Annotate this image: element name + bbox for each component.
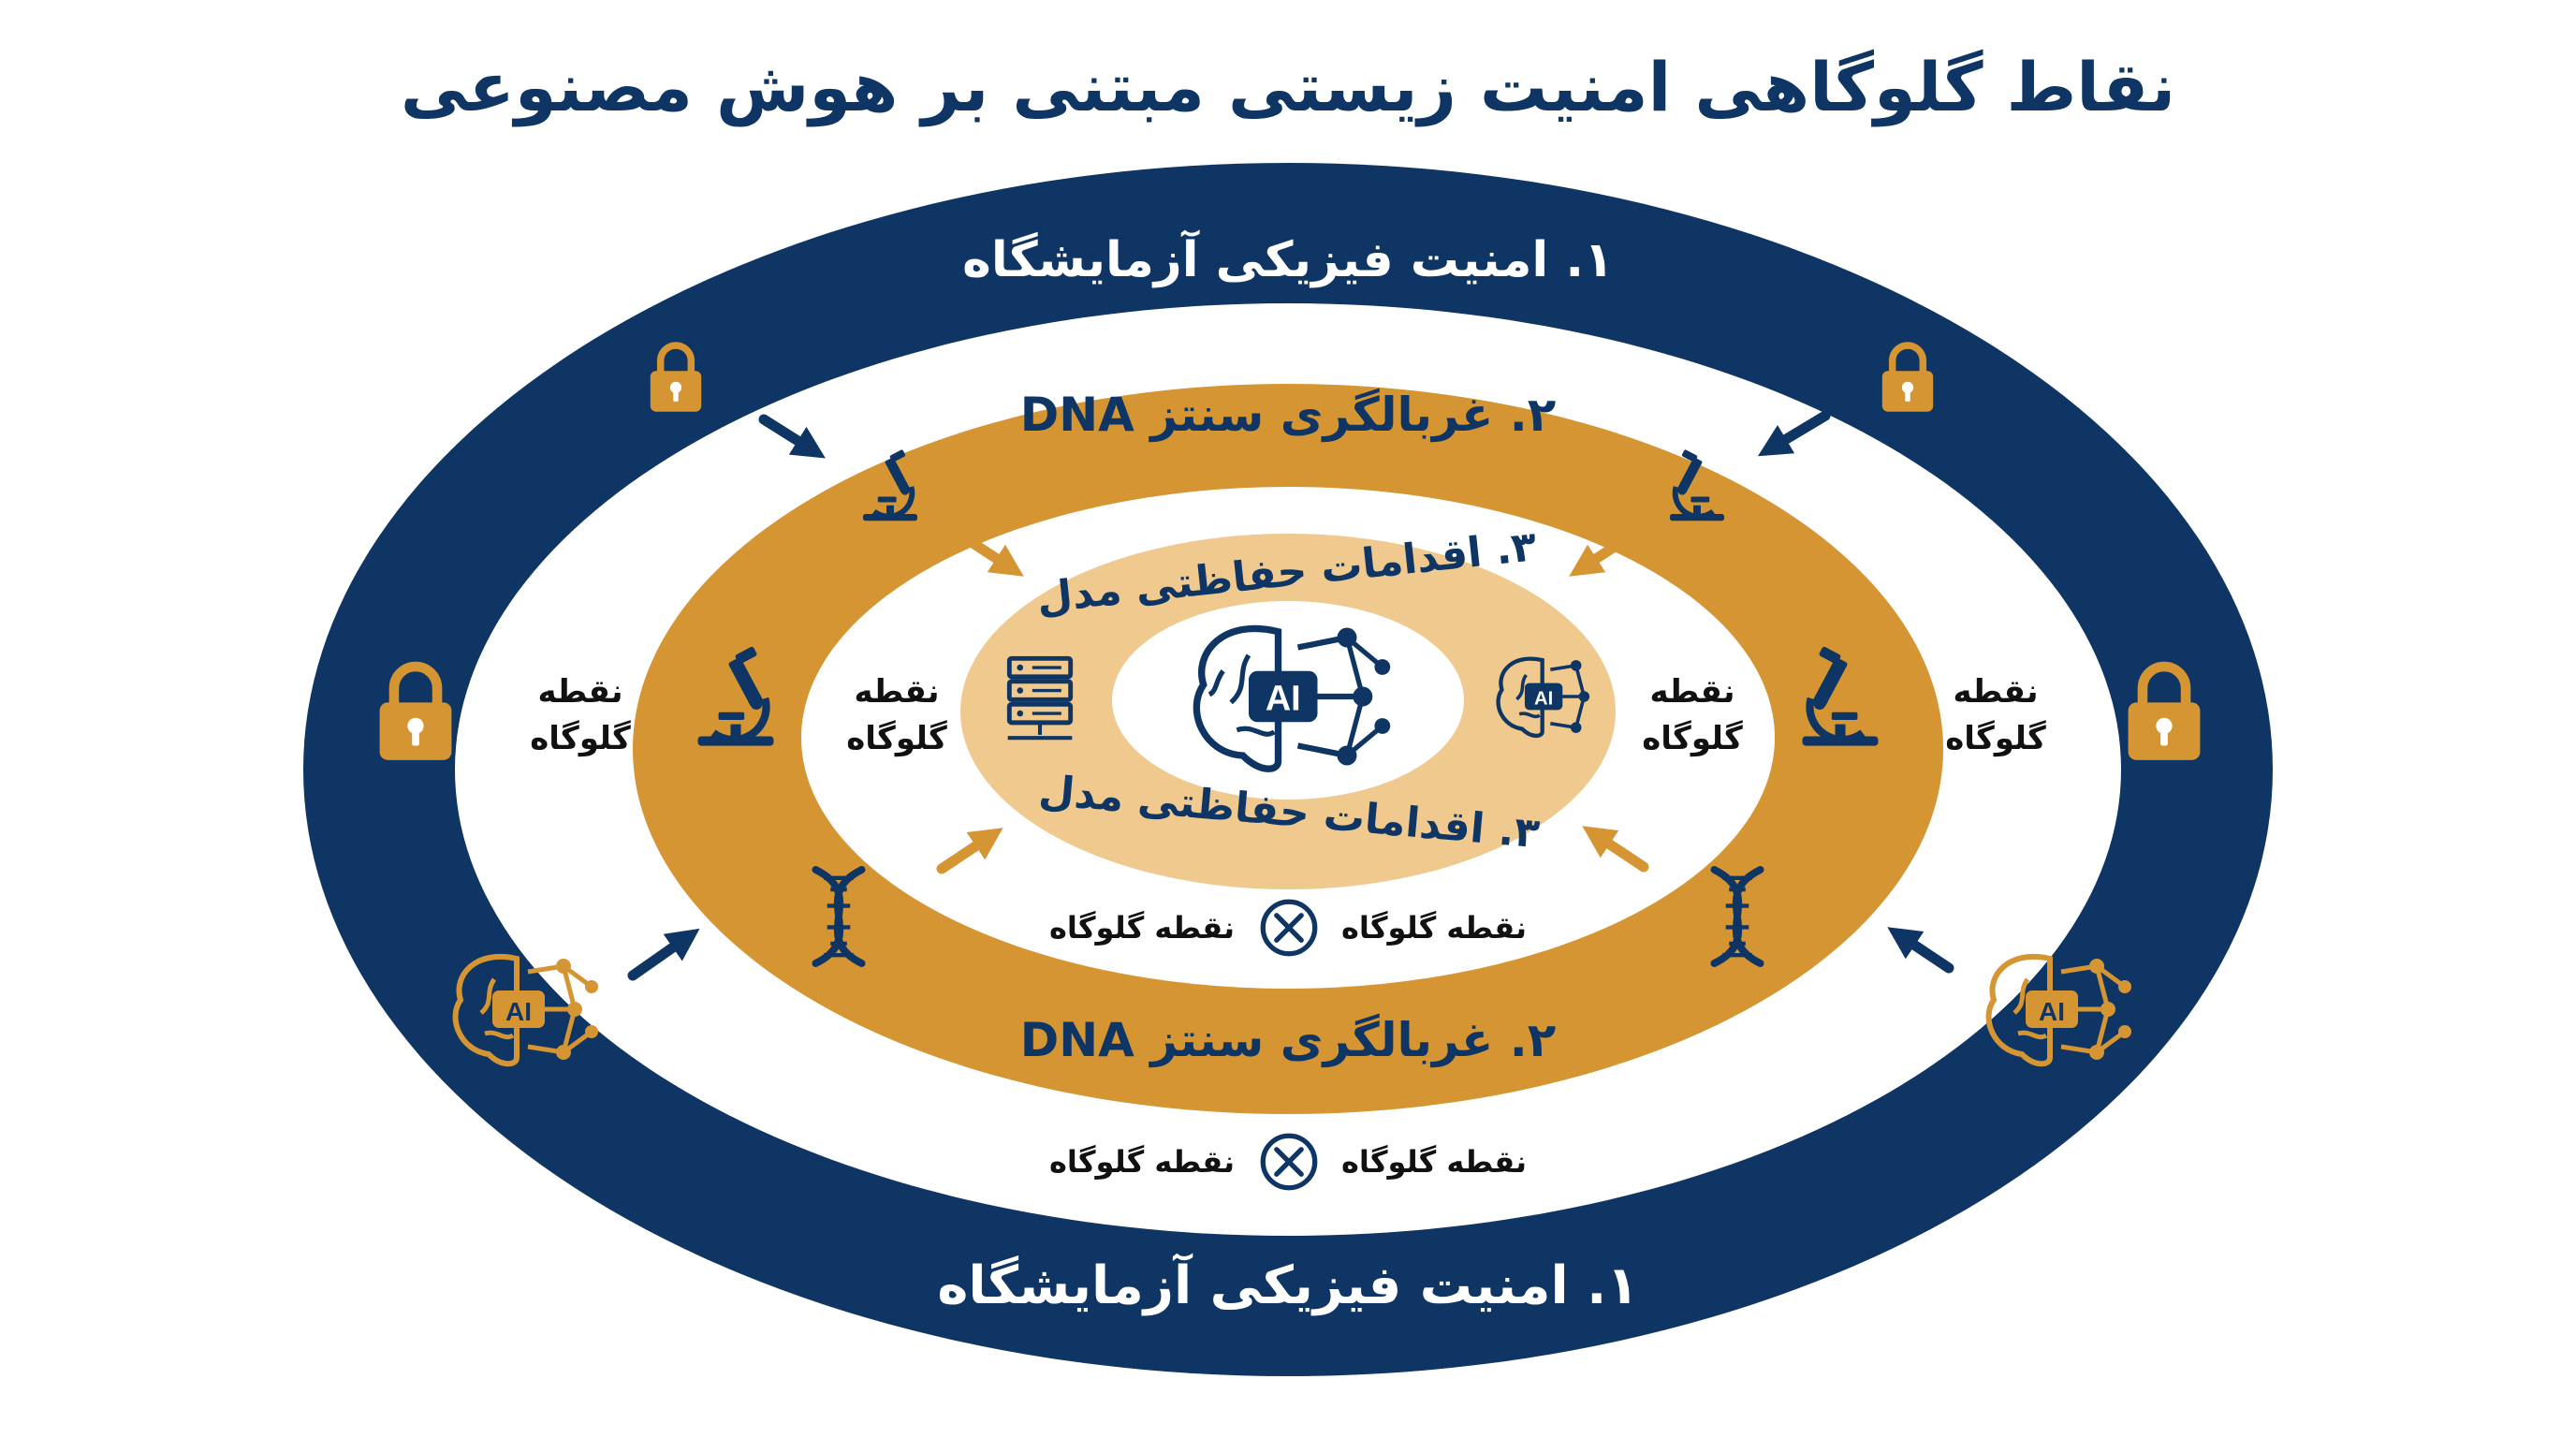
- ai-brain-icon: AI: [1985, 954, 2131, 1067]
- checkpoint-label-middle-right: نقطه گلوگاه: [1642, 673, 1743, 757]
- ai-chip-label: AI: [1266, 680, 1301, 719]
- arrow-outer-bottom-right: [1887, 927, 1954, 974]
- svg-text:گلوگاه: گلوگاه: [1642, 720, 1743, 757]
- middle-ring-label-bottom: ۲. غربالگری سنتز DNA: [1020, 1013, 1556, 1068]
- middle-ring-label-top: ۲. غربالگری سنتز DNA: [1020, 388, 1556, 443]
- svg-text:نقطه: نقطه: [538, 673, 623, 711]
- svg-text:گلوگاه: گلوگاه: [846, 720, 947, 757]
- svg-text:نقطه: نقطه: [855, 673, 940, 711]
- svg-text:نقطه: نقطه: [1954, 673, 2039, 711]
- arrow-middle-bottom-right: [1582, 826, 1649, 873]
- ai-brain-icon: AI: [452, 954, 598, 1067]
- svg-text:نقطه گلوگاه: نقطه گلوگاه: [1341, 910, 1527, 946]
- arrow-middle-top-right: [1569, 532, 1634, 577]
- outer-ring-label-bottom: ۱. امنیت فیزیکی آزمایشگاه: [937, 1253, 1638, 1316]
- checkpoint-label-outer-left: نقطه گلوگاه: [530, 673, 631, 757]
- central-ai-brain-icon: AI: [1193, 624, 1391, 772]
- svg-text:نقطه گلوگاه: نقطه گلوگاه: [1049, 910, 1235, 946]
- ai-brain-icon: AI: [1496, 656, 1590, 739]
- svg-text:نقطه: نقطه: [1650, 673, 1735, 711]
- x-circle-icon: [1263, 902, 1314, 953]
- outer-ring-label-top: ۱. امنیت فیزیکی آزمایشگاه: [962, 229, 1614, 288]
- svg-text:نقطه گلوگاه: نقطه گلوگاه: [1049, 1144, 1235, 1180]
- arrow-outer-bottom-left: [627, 928, 700, 981]
- ai-chip-label: AI: [2039, 997, 2065, 1026]
- svg-text:گلوگاه: گلوگاه: [1945, 720, 2046, 757]
- arrow-outer-top-left: [758, 414, 826, 459]
- svg-text:گلوگاه: گلوگاه: [530, 720, 631, 757]
- arrow-outer-top-right: [1757, 410, 1831, 457]
- diagram-title: نقاط گلوگاهی امنیت زیستی مبتنی بر هوش مص…: [401, 48, 2175, 127]
- checkpoint-label-middle-left: نقطه گلوگاه: [846, 673, 947, 757]
- ai-chip-label: AI: [505, 997, 532, 1026]
- arrow-middle-top-left: [959, 532, 1024, 577]
- ai-chip-label: AI: [1534, 689, 1553, 710]
- svg-text:نقطه گلوگاه: نقطه گلوگاه: [1341, 1144, 1527, 1180]
- checkpoint-label-outer-right: نقطه گلوگاه: [1945, 673, 2046, 757]
- checkpoint-row-middle-gap: نقطه گلوگاه نقطه گلوگاه: [1049, 902, 1527, 953]
- checkpoint-row-outer-gap: نقطه گلوگاه نقطه گلوگاه: [1049, 1136, 1527, 1187]
- x-circle-icon: [1263, 1136, 1314, 1187]
- arrow-middle-bottom-left: [936, 828, 1003, 874]
